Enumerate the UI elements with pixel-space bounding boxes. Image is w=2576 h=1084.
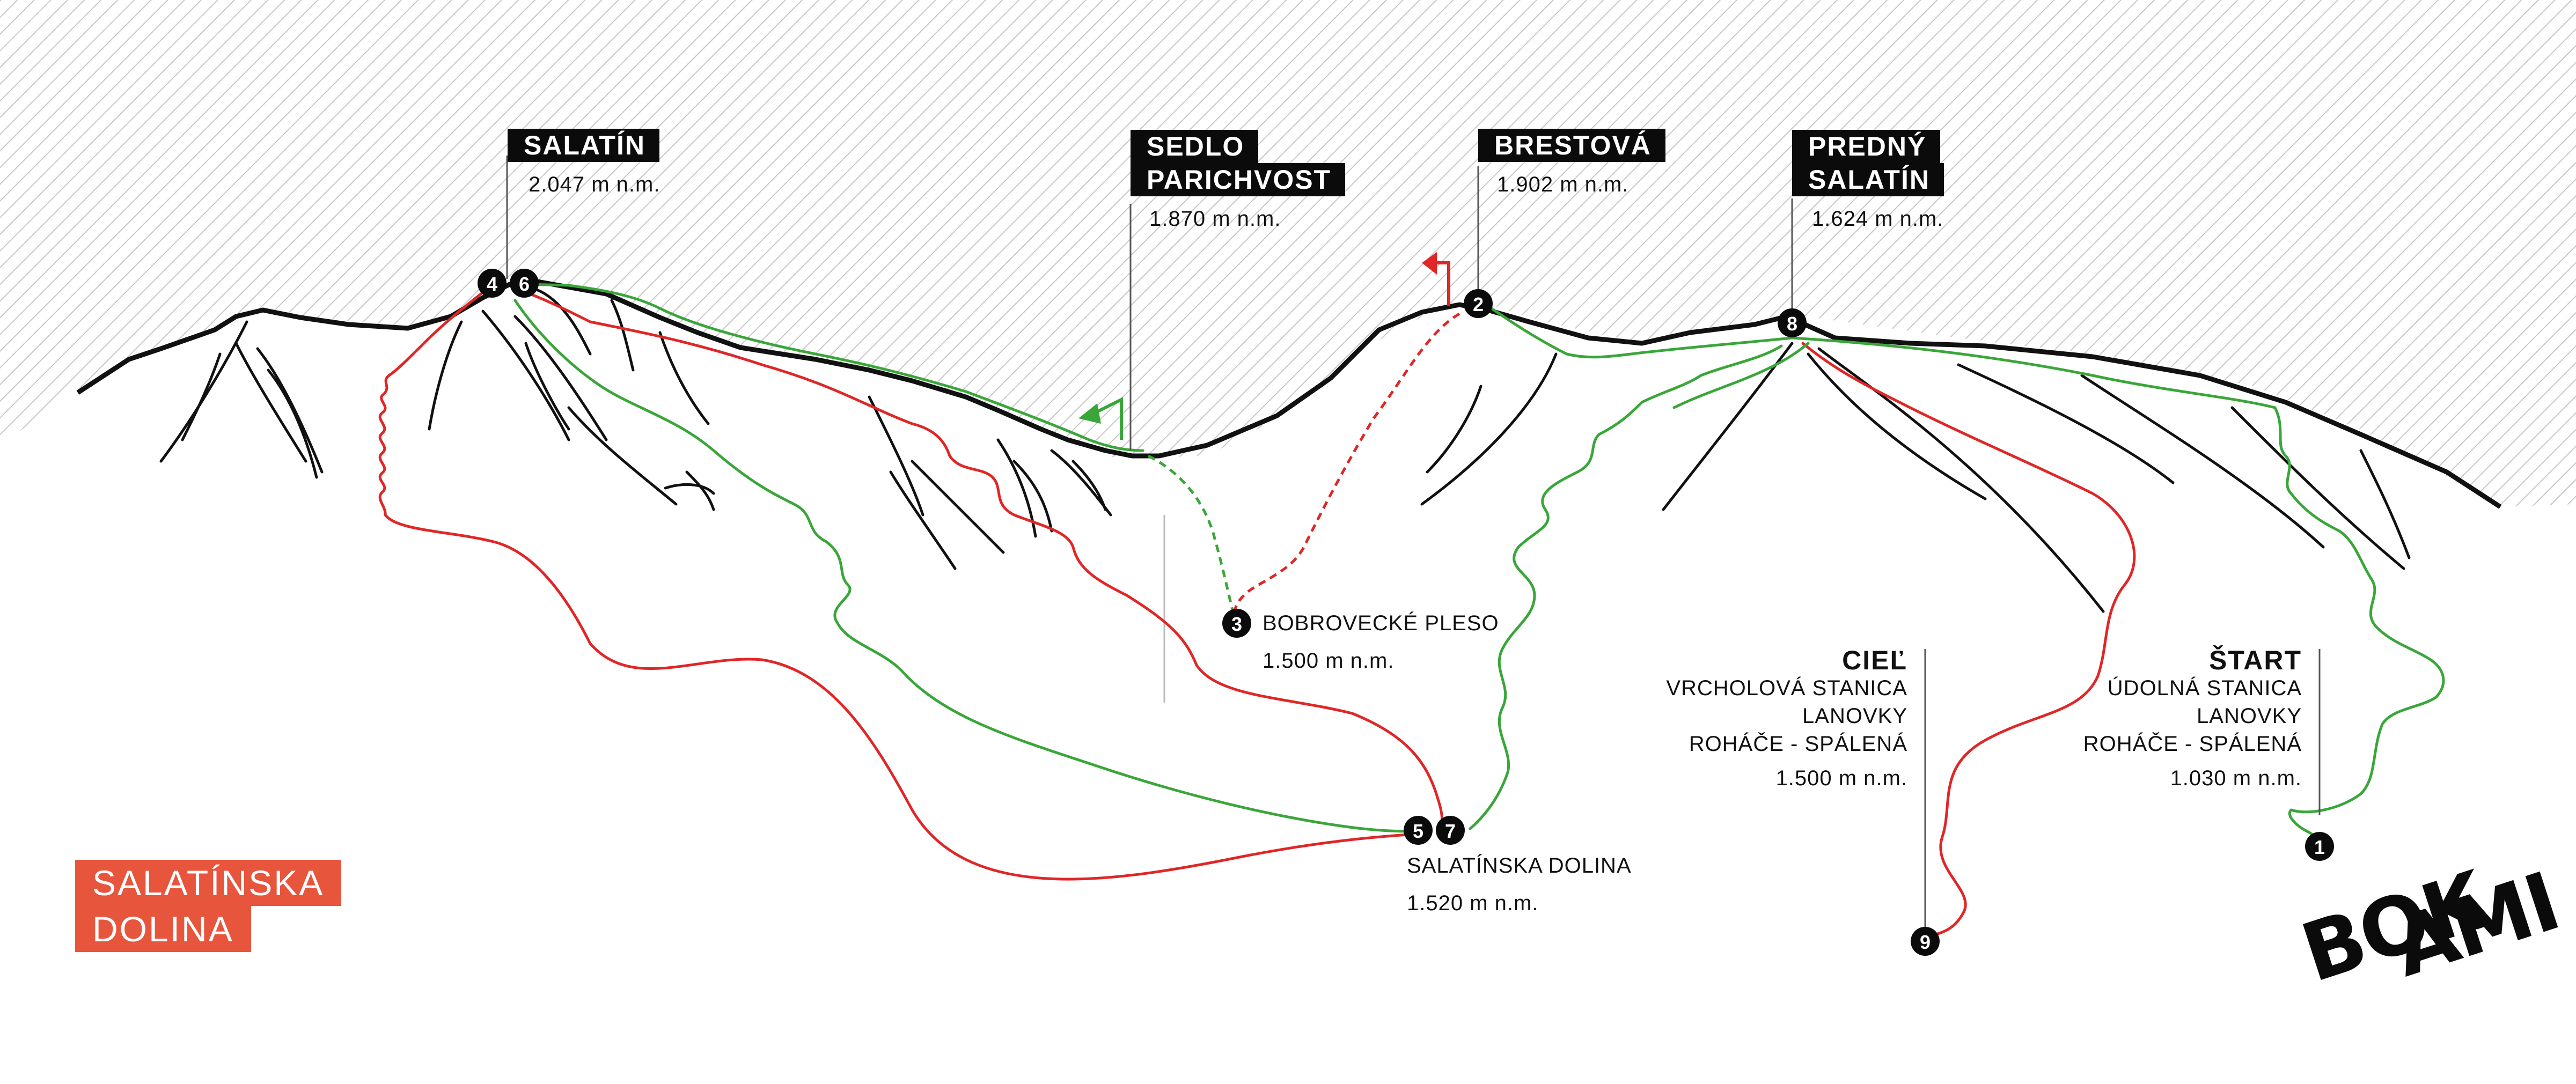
svg-text:7: 7 bbox=[1445, 820, 1456, 842]
peak-alt-predny: 1.624 m n.m. bbox=[1812, 207, 1944, 231]
ciel-block: CIEĽ VRCHOLOVÁ STANICA LANOVKY ROHÁČE - … bbox=[1612, 646, 1907, 792]
start-alt: 1.030 m n.m. bbox=[2170, 766, 2302, 790]
red-route bbox=[378, 283, 2136, 940]
terrain-strokes bbox=[159, 288, 2411, 613]
ridge-line bbox=[76, 277, 2502, 509]
waypoint-9: 9 bbox=[1911, 927, 1940, 956]
red-arrowhead-icon bbox=[1422, 252, 1437, 275]
place-label-dolina: SALATÍNSKA DOLINA bbox=[1407, 854, 1632, 877]
svg-text:8: 8 bbox=[1787, 313, 1797, 335]
waypoint-5: 5 bbox=[1404, 816, 1433, 845]
peak-alt-brestova: 1.902 m n.m. bbox=[1497, 173, 1629, 196]
svg-text:6: 6 bbox=[519, 273, 530, 295]
place-alt-dolina: 1.520 m n.m. bbox=[1407, 891, 1539, 915]
waypoint-6: 6 bbox=[510, 269, 539, 298]
green-dashed-trail bbox=[1147, 454, 1236, 617]
peak-label-sedlo-2: PARICHVOST bbox=[1131, 163, 1346, 196]
start-line-3: ROHÁČE - SPÁLENÁ bbox=[2083, 732, 2302, 756]
svg-text:1: 1 bbox=[2314, 836, 2325, 858]
svg-text:4: 4 bbox=[487, 273, 497, 295]
waypoint-2: 2 bbox=[1464, 289, 1493, 318]
place-alt-pleso: 1.500 m n.m. bbox=[1263, 649, 1395, 673]
svg-text:9: 9 bbox=[1920, 931, 1931, 953]
peak-label-salatin: SALATÍN bbox=[508, 129, 659, 162]
waypoint-3: 3 bbox=[1222, 609, 1251, 638]
waypoint-8: 8 bbox=[1778, 308, 1807, 337]
ciel-line-1: VRCHOLOVÁ STANICA bbox=[1666, 676, 1907, 700]
green-route bbox=[513, 283, 2445, 849]
map-title-line-2: DOLINA bbox=[75, 906, 251, 952]
sky-hatch bbox=[0, 0, 2576, 507]
red-dashed-trail bbox=[1232, 312, 1461, 617]
waypoint-7: 7 bbox=[1436, 816, 1465, 845]
green-turn-arrow-icon bbox=[1093, 397, 1123, 440]
ciel-heading: CIEĽ bbox=[1842, 645, 1907, 675]
start-block: ŠTART ÚDOLNÁ STANICA LANOVKY ROHÁČE - SP… bbox=[2007, 646, 2302, 792]
leader-lines bbox=[506, 156, 2321, 928]
peak-label-brestova: BRESTOVÁ bbox=[1478, 129, 1665, 162]
svg-text:5: 5 bbox=[1413, 820, 1423, 842]
peak-label-sedlo-1: SEDLO bbox=[1131, 130, 1259, 163]
red-turn-arrow-icon bbox=[1433, 261, 1450, 306]
start-heading: ŠTART bbox=[2209, 645, 2302, 675]
waypoint-4: 4 bbox=[478, 269, 507, 298]
start-line-2: LANOVKY bbox=[2197, 704, 2302, 728]
start-line-1: ÚDOLNÁ STANICA bbox=[2107, 676, 2302, 700]
peak-label-predny-1: PREDNÝ bbox=[1792, 130, 1941, 163]
svg-text:2: 2 bbox=[1473, 293, 1484, 315]
ciel-line-2: LANOVKY bbox=[1802, 704, 1907, 728]
place-label-pleso: BOBROVECKÉ PLESO bbox=[1263, 611, 1499, 635]
ciel-alt: 1.500 m n.m. bbox=[1775, 766, 1907, 790]
waypoint-1: 1 bbox=[2305, 832, 2334, 861]
peak-label-predny-2: SALATÍN bbox=[1792, 163, 1944, 196]
green-arrowhead-icon bbox=[1078, 403, 1101, 424]
peak-alt-salatin: 2.047 m n.m. bbox=[529, 173, 660, 196]
map-title-line-1: SALATÍNSKA bbox=[75, 860, 342, 906]
ciel-line-3: ROHÁČE - SPÁLENÁ bbox=[1689, 732, 1907, 756]
svg-text:3: 3 bbox=[1231, 613, 1242, 635]
peak-alt-sedlo: 1.870 m n.m. bbox=[1149, 207, 1281, 231]
